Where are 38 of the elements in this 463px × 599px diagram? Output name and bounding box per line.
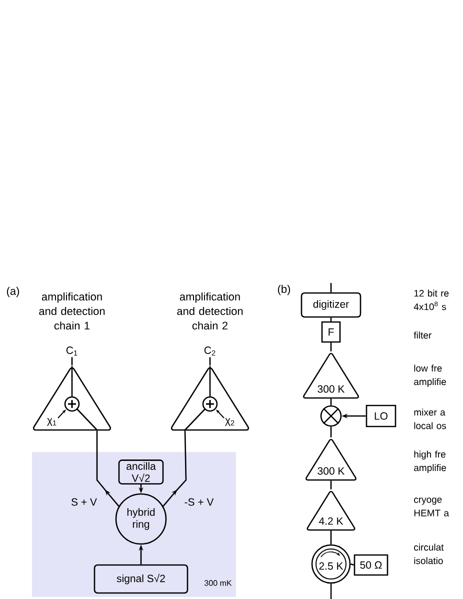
channel-label: C$_{2}$	[204, 346, 216, 356]
amplifier-triangle: χ$_{1}$	[32, 366, 112, 431]
component-description: high fre amplifie	[414, 450, 446, 474]
amplifier-triangle: 4.2 K	[306, 490, 356, 531]
amplifier-triangle: χ$_{2}$	[170, 366, 250, 431]
connector-line	[96, 430, 120, 507]
chain-title: amplification and detection chain 2	[177, 292, 243, 330]
connector-line	[330, 584, 332, 599]
connector-line	[330, 283, 332, 292]
source-box: signal S√2	[94, 564, 188, 594]
panel-label: (a)	[6, 286, 20, 298]
connector-line	[330, 398, 332, 406]
oscillator-box: LO	[366, 404, 396, 428]
component-description: circulat isolatio	[414, 544, 444, 564]
component-description: 12 bit re 4x10$^{8}$ s	[414, 290, 449, 310]
termination-box: 50 Ω	[354, 554, 388, 576]
connector-line	[330, 318, 332, 322]
component-description: filter	[414, 332, 432, 339]
chain-title: amplification and detection chain 1	[39, 292, 105, 330]
connector-line	[330, 480, 332, 490]
component-description: cryoge HEMT a	[414, 498, 450, 516]
component-description: mixer a local os	[414, 408, 446, 430]
connector-line	[330, 530, 332, 544]
connector-line	[330, 342, 332, 352]
connector-line	[71, 357, 73, 366]
digitizer-box: digitizer	[300, 292, 362, 318]
connector-line	[350, 563, 354, 566]
connector-line	[162, 430, 187, 507]
component-description: low fre amplifie	[414, 364, 446, 388]
channel-label: C$_{1}$	[66, 346, 78, 356]
amplifier-triangle: 300 K	[306, 438, 356, 481]
panel-label: (b)	[278, 284, 290, 296]
connector-line	[330, 426, 332, 438]
mixer-symbol	[320, 405, 342, 427]
amplifier-triangle: 300 K	[303, 352, 359, 399]
connector-line	[209, 357, 211, 366]
source-box: ancilla V√2	[118, 460, 164, 484]
filter-box: F	[321, 321, 341, 343]
